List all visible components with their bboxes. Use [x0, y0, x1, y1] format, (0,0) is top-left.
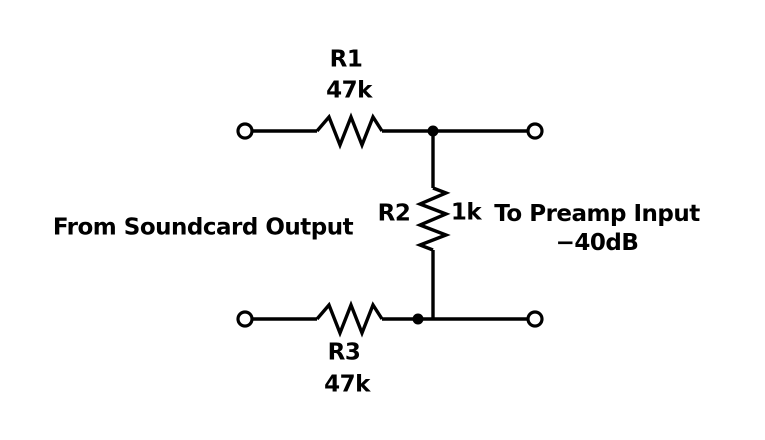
r3-ref-label: R3: [327, 339, 361, 366]
attenuation-caption: −40dB: [555, 230, 639, 256]
r1-ref-label: R1: [329, 46, 363, 73]
r3-value-label: 47k: [324, 371, 370, 398]
r2-value-label: 1k: [450, 199, 482, 226]
terminal-input-bottom: [236, 310, 254, 328]
terminal-input-top: [236, 122, 254, 140]
terminal-output-top: [526, 122, 544, 140]
output-caption-block: To Preamp Input −40dB: [494, 200, 700, 258]
resistor-r2-symbol: [415, 186, 451, 252]
junction-dot-bottom: [412, 313, 424, 325]
output-caption: To Preamp Input: [494, 201, 700, 227]
resistor-r3-symbol: [315, 300, 384, 338]
r1-value-label: 47k: [326, 77, 372, 104]
resistor-r1-symbol: [315, 112, 384, 150]
r2-ref-label: R2: [377, 200, 411, 227]
input-caption: From Soundcard Output: [52, 214, 354, 241]
terminal-output-bottom: [526, 310, 544, 328]
